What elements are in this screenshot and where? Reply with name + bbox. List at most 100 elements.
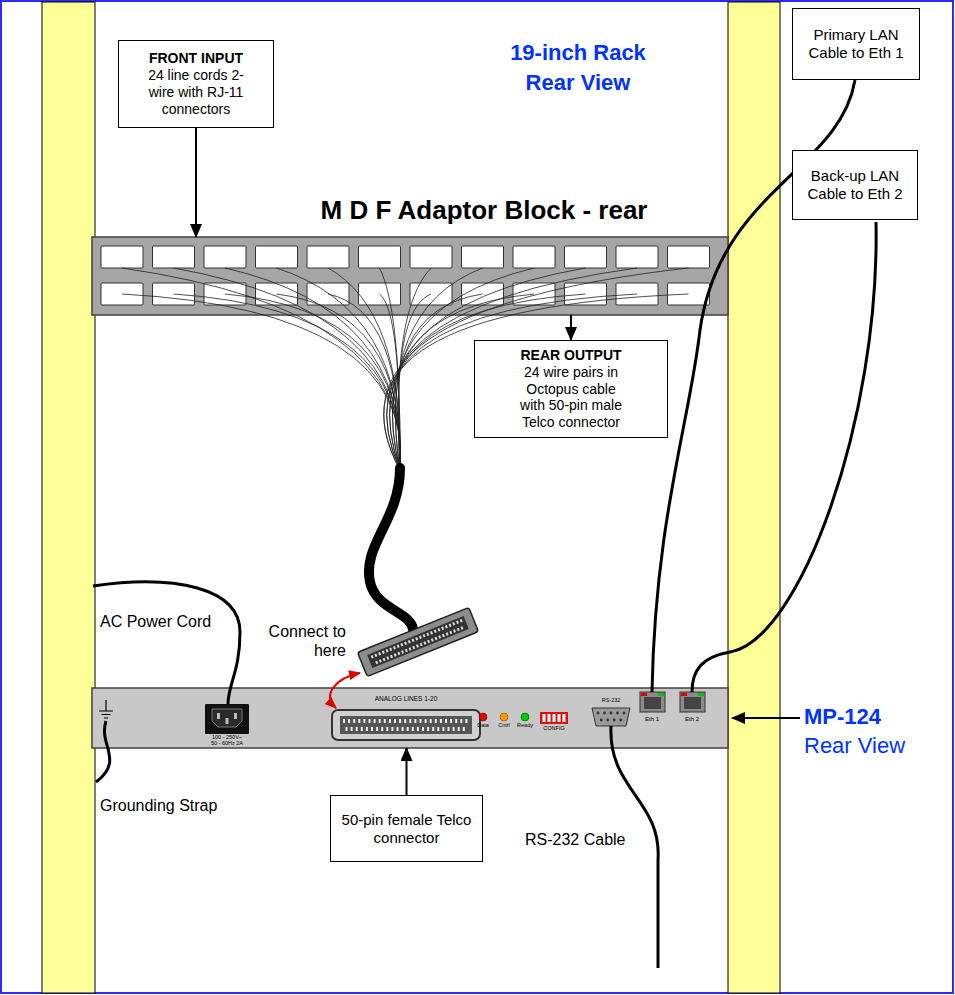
connector-pin bbox=[431, 638, 434, 642]
connector-pin bbox=[460, 626, 463, 630]
view-label: Rear View bbox=[804, 733, 905, 759]
connector-pin bbox=[407, 727, 409, 731]
connector-pin bbox=[441, 627, 444, 631]
port-label: Eth 1 bbox=[638, 716, 666, 722]
pointer-arrow bbox=[732, 717, 800, 719]
female-telco-connector bbox=[332, 710, 480, 740]
connector-pin bbox=[425, 719, 427, 723]
octopus-wire bbox=[328, 294, 400, 470]
connector-pin bbox=[356, 727, 358, 731]
callout-box: REAR OUTPUT24 wire pairs in Octopus cabl… bbox=[474, 340, 668, 438]
connector-pin bbox=[446, 632, 449, 636]
callout-box: 50-pin female Telco connector bbox=[330, 795, 483, 862]
db9-pin bbox=[616, 712, 619, 715]
cable-label: AC Power Cord bbox=[100, 612, 211, 631]
connector-pin bbox=[405, 649, 408, 653]
arrow-connector bbox=[570, 315, 572, 340]
connector-pin bbox=[453, 629, 456, 633]
connector-pin bbox=[463, 727, 465, 731]
connector-pin bbox=[408, 640, 411, 644]
db9-pin bbox=[623, 712, 626, 715]
connector-pin bbox=[412, 727, 414, 731]
connector-pin bbox=[414, 719, 416, 723]
instruction-label: Connect to here bbox=[250, 622, 346, 660]
connector-pin bbox=[376, 727, 378, 731]
connector-pin bbox=[371, 655, 374, 659]
rj11-port bbox=[256, 246, 298, 268]
eth-socket bbox=[684, 697, 701, 709]
connector-pin bbox=[389, 719, 391, 723]
callout-box: Primary LAN Cable to Eth 1 bbox=[792, 8, 920, 80]
mdf-body bbox=[92, 237, 728, 315]
ground-symbol bbox=[99, 700, 113, 718]
connector-pin bbox=[378, 652, 381, 656]
connector-pin bbox=[452, 622, 455, 626]
inlet-pin bbox=[217, 713, 220, 719]
connector-pin bbox=[445, 625, 448, 629]
box-text: 50-pin female Telco connector bbox=[339, 811, 474, 847]
connector-pin bbox=[438, 635, 441, 639]
rack-rail bbox=[728, 2, 780, 993]
connector-pin bbox=[411, 638, 414, 642]
octopus-wire bbox=[225, 294, 400, 470]
box-text: Primary LAN Cable to Eth 1 bbox=[803, 26, 909, 62]
inlet-pin bbox=[226, 718, 229, 724]
diagram-title: 19-inch Rack Rear View bbox=[498, 38, 658, 97]
octopus-wires bbox=[122, 268, 689, 470]
db9-pin bbox=[610, 712, 613, 715]
box-heading: REAR OUTPUT bbox=[520, 347, 621, 364]
db9-pin bbox=[619, 719, 622, 722]
rj11-port bbox=[462, 246, 504, 268]
led-label: Ready bbox=[514, 723, 536, 729]
connector-pin bbox=[430, 719, 432, 723]
db9-port bbox=[592, 708, 630, 726]
connector-pin bbox=[415, 637, 418, 641]
connector-pin bbox=[456, 621, 459, 625]
octopus-wire bbox=[395, 268, 482, 470]
connector-pin bbox=[427, 640, 430, 644]
eth-led bbox=[681, 693, 687, 696]
octopus-wire bbox=[122, 294, 401, 470]
connector-pin bbox=[343, 719, 345, 723]
connector-pin bbox=[404, 641, 407, 645]
connector-pin bbox=[435, 637, 438, 641]
connector-pin bbox=[363, 719, 365, 723]
connector-pin bbox=[394, 653, 397, 657]
cable-label: RS-232 Cable bbox=[525, 830, 626, 849]
connector-pin bbox=[386, 649, 389, 653]
analog-lines-label: ANALOG LINES 1-20 bbox=[332, 696, 480, 703]
led-label: Data bbox=[473, 723, 493, 729]
connector-pin bbox=[383, 658, 386, 662]
connector-pin bbox=[412, 646, 415, 650]
data-led bbox=[479, 713, 487, 721]
connector-pin bbox=[423, 634, 426, 638]
config-label: CONFIG bbox=[538, 726, 570, 732]
eth-led bbox=[698, 693, 704, 696]
rj11-port bbox=[359, 246, 401, 268]
dip-lever bbox=[543, 714, 546, 722]
dip-lever bbox=[563, 714, 566, 722]
connector-pin bbox=[379, 719, 381, 723]
connector-pin bbox=[346, 727, 348, 731]
power-rating: 100 - 250V~ 50 - 60Hz 2A bbox=[210, 735, 244, 747]
connector-pin bbox=[458, 727, 460, 731]
connector-pin bbox=[420, 719, 422, 723]
connector-face bbox=[340, 716, 472, 734]
connector-pin bbox=[442, 634, 445, 638]
led-label: Cntrl bbox=[494, 723, 514, 729]
mp124-panel: ANALOG LINES 1-20DataCntrlReadyCONFIGRS-… bbox=[92, 688, 728, 748]
octopus-wire bbox=[384, 294, 689, 470]
connector-pin bbox=[465, 719, 467, 723]
connector-pin bbox=[375, 661, 378, 665]
connector-pin bbox=[391, 727, 393, 731]
mp124-panel bbox=[92, 688, 728, 748]
dip-lever bbox=[558, 714, 561, 722]
connector-pin bbox=[397, 644, 400, 648]
connector-pin bbox=[426, 632, 429, 636]
eth-led bbox=[641, 693, 647, 696]
connector-pin bbox=[440, 719, 442, 723]
inlet-pin bbox=[234, 713, 237, 719]
connector-pin bbox=[351, 727, 353, 731]
connector-pin bbox=[386, 727, 388, 731]
